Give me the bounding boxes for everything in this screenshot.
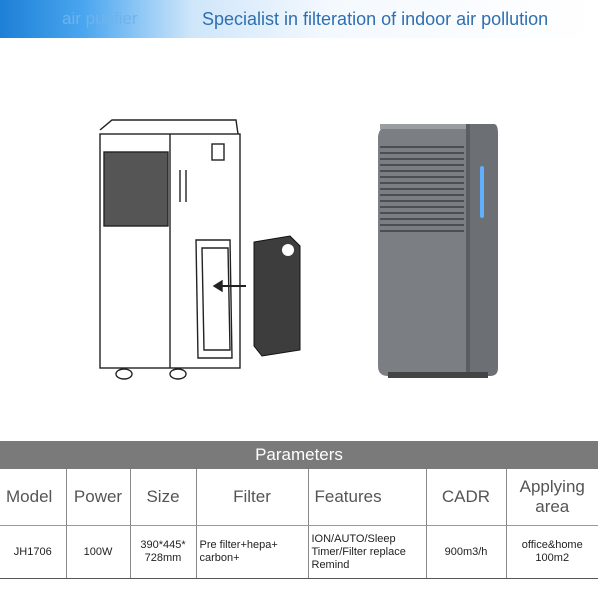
header-size: Size xyxy=(130,469,197,526)
purifier-photo xyxy=(378,124,498,378)
banner-product-name: air purifier xyxy=(62,9,138,28)
cell-cadr: 900m3/h xyxy=(426,525,507,579)
area-line-1: office&home xyxy=(521,539,583,551)
parameters-table: Model Power Size Filter Features CADR Ap… xyxy=(0,469,598,579)
table-row: JH1706 100W 390*445* 728mm Pre filter+he… xyxy=(0,525,598,579)
header-model: Model xyxy=(0,469,67,526)
cell-size: 390*445* 728mm xyxy=(130,525,197,579)
cell-filter: Pre filter+hepa+ carbon+ xyxy=(196,525,309,579)
size-line-1: 390*445* xyxy=(140,539,186,551)
cell-power: 100W xyxy=(66,525,131,579)
parameters-title: Parameters xyxy=(0,441,598,469)
features-line-3: Remind xyxy=(311,558,350,571)
purifier-sketch xyxy=(99,119,246,380)
features-line-1: ION/AUTO/Sleep xyxy=(311,532,396,545)
filter-line-2: carbon+ xyxy=(199,552,240,564)
filter-cartridge xyxy=(253,235,301,357)
features-line-2: Timer/Filter replace xyxy=(311,545,406,558)
product-images xyxy=(99,119,498,380)
banner-tagline: Specialist in filteration of indoor air … xyxy=(202,9,549,29)
table-header-row: Model Power Size Filter Features CADR Ap… xyxy=(0,469,598,526)
cell-applying-area: office&home 100m2 xyxy=(506,525,598,579)
header-power: Power xyxy=(66,469,131,526)
cell-features: ION/AUTO/Sleep Timer/Filter replace Remi… xyxy=(308,525,427,579)
area-line-2: 100m2 xyxy=(535,552,570,564)
cell-model: JH1706 xyxy=(0,525,67,579)
size-line-2: 728mm xyxy=(144,552,182,564)
header-features: Features xyxy=(308,469,427,526)
header-banner: air purifier Specialist in filteration o… xyxy=(0,0,600,38)
header-filter: Filter xyxy=(196,469,309,526)
header-cadr: CADR xyxy=(426,469,507,526)
filter-line-1: Pre filter+hepa+ xyxy=(199,539,278,551)
header-applying-area: Applying area xyxy=(506,469,598,526)
